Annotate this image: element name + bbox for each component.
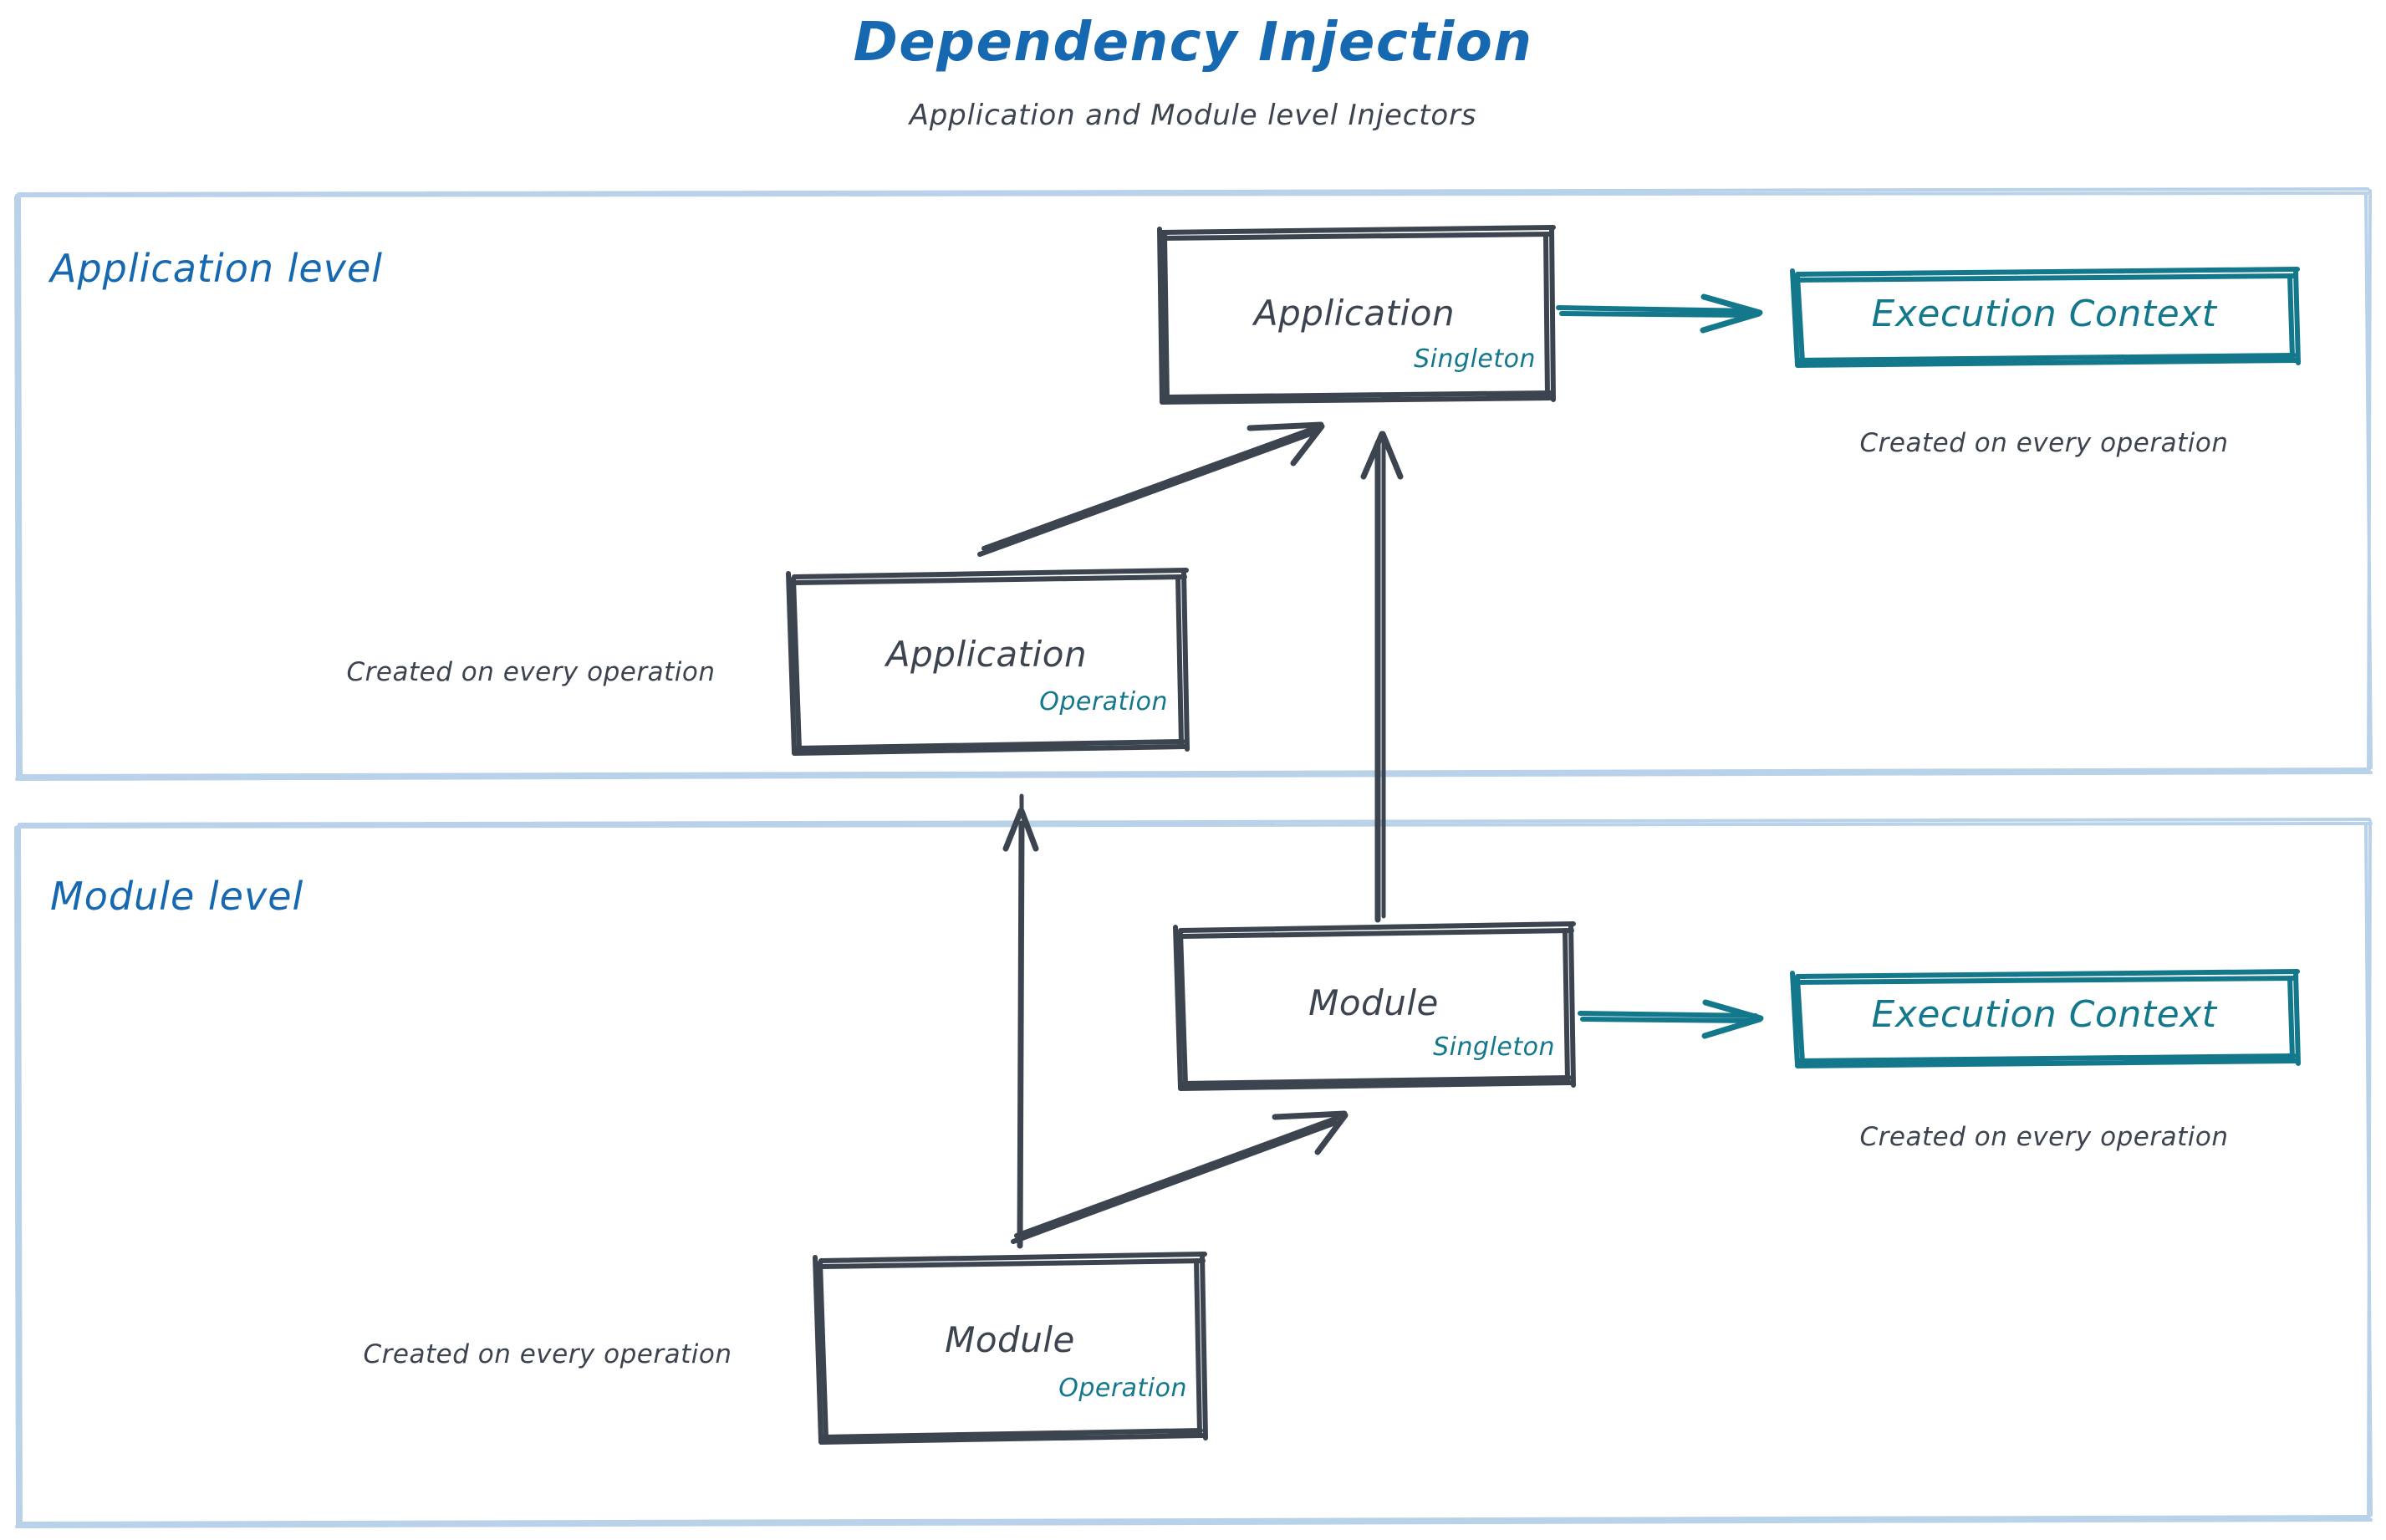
node-application-operation-scope: Operation	[1039, 687, 1168, 716]
caption-application-operation: Created on every operation	[346, 657, 716, 687]
node-module-singleton[interactable]: Module Singleton	[1177, 924, 1570, 1083]
node-module-singleton-scope: Singleton	[1433, 1033, 1555, 1062]
arrow-app-operation-to-app-singleton	[977, 421, 1325, 557]
node-execution-context-app[interactable]: Execution Context	[1793, 269, 2295, 361]
node-application-singleton-title: Application	[1253, 293, 1456, 334]
node-module-operation-title: Module	[945, 1319, 1075, 1360]
page-subtitle: Application and Module level Injectors	[909, 99, 1477, 132]
arrow-module-operation-to-app-operation	[1002, 793, 1039, 1249]
node-application-singleton-scope: Singleton	[1414, 344, 1536, 374]
node-module-singleton-title: Module	[1308, 982, 1439, 1023]
node-execution-context-module-title: Execution Context	[1871, 993, 2217, 1036]
node-application-operation-title: Application	[885, 634, 1088, 675]
node-application-operation[interactable]: Application Operation	[790, 570, 1183, 747]
node-module-operation[interactable]: Module Operation	[818, 1254, 1202, 1436]
node-execution-context-module[interactable]: Execution Context	[1793, 971, 2295, 1062]
arrow-module-singleton-to-execution-context	[1578, 999, 1764, 1039]
node-module-operation-scope: Operation	[1058, 1374, 1187, 1403]
arrow-module-singleton-to-app-singleton	[1360, 431, 1404, 923]
page-title: Dependency Injection	[853, 12, 1533, 74]
caption-execution-context-app: Created on every operation	[1859, 428, 2229, 458]
caption-module-operation: Created on every operation	[363, 1339, 732, 1369]
lane-title-application-level: Application level	[50, 246, 384, 291]
caption-execution-context-module: Created on every operation	[1859, 1122, 2229, 1152]
node-execution-context-app-title: Execution Context	[1871, 293, 2217, 335]
arrow-app-singleton-to-execution-context	[1556, 293, 1763, 334]
arrow-module-operation-to-module-singleton	[1011, 1110, 1348, 1244]
lane-title-module-level: Module level	[50, 874, 304, 919]
node-application-singleton[interactable]: Application Singleton	[1158, 227, 1551, 396]
